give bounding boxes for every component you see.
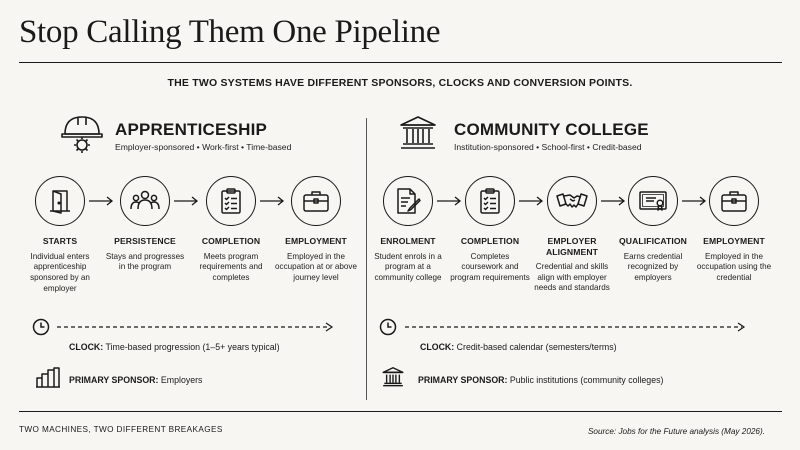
stage-completion: COMPLETION Completes coursework and prog… [449,236,531,284]
stage-label: EMPLOYMENT [285,236,347,246]
clipboard-checklist-icon [465,176,515,226]
sponsor-text: Employers [160,375,203,385]
stage-label: QUALIFICATION [619,236,687,246]
institution-building-icon [381,366,405,388]
stage-starts: STARTS Individual enters apprenticeship … [19,236,101,294]
timeline-arrow [404,322,748,332]
community-college-tagline: Institution-sponsored • School-first • C… [454,142,642,152]
stage-description: Meets program requirements and completes [199,251,263,282]
apprenticeship-title: APPRENTICESHIP [115,120,268,139]
stage-label: COMPLETION [460,236,520,246]
stage-employment: EMPLOYMENT Employed in the occupation at… [275,236,357,284]
clipboard-checklist-icon [206,176,256,226]
stage-description: Student enrols in a program at a communi… [374,251,442,282]
flow-arrow [518,196,544,206]
community-college-title: COMMUNITY COLLEGE [454,120,649,139]
hardhat-gear-icon [60,112,104,154]
community-college-sponsor: PRIMARY SPONSOR: Public institutions (co… [418,375,663,385]
stage-label: PERSISTENCE [114,236,176,246]
stage-description: Completes coursework and program require… [450,251,530,282]
door-icon [35,176,85,226]
stage-label: EMPLOYER ALIGNMENT [546,236,598,257]
clock-icon [379,318,397,336]
flow-arrow [88,196,114,206]
flow-arrow [436,196,462,206]
stage-enrolment: ENROLMENT Student enrols in a program at… [367,236,449,284]
footer-rule [19,411,782,412]
clock-text: Time-based progression (1–5+ years typic… [105,342,280,352]
community-college-clock: CLOCK: Credit-based calendar (semesters/… [420,342,617,352]
footer-caption: TWO MACHINES, TWO DIFFERENT BREAKAGES [19,425,223,434]
factory-icon [35,366,61,388]
stage-employment: EMPLOYMENT Employed in the occupation us… [693,236,775,284]
stage-label: STARTS [42,236,78,246]
stage-description: Individual enters apprenticeship sponsor… [30,251,90,293]
flow-arrow [681,196,707,206]
apprenticeship-tagline: Employer-sponsored • Work-first • Time-b… [115,142,292,152]
stage-employer-alignment: EMPLOYER ALIGNMENT Credential and skills… [531,236,613,294]
page-title: Stop Calling Them One Pipeline [19,14,441,50]
stage-description: Employed in the occupation using the cre… [696,251,772,282]
stage-persistence: PERSISTENCE Stays and progresses in the … [104,236,186,273]
sponsor-prefix: PRIMARY SPONSOR: [418,375,508,385]
apprenticeship-clock: CLOCK: Time-based progression (1–5+ year… [69,342,280,352]
flow-arrow [600,196,626,206]
sponsor-prefix: PRIMARY SPONSOR: [69,375,159,385]
sponsor-text: Public institutions (community colleges) [509,375,664,385]
stage-completion: COMPLETION Meets program requirements an… [190,236,272,284]
flow-arrow [259,196,285,206]
stage-label: ENROLMENT [380,236,436,246]
stage-description: Credential and skills align with employe… [534,262,610,293]
stage-description: Stays and progresses in the program [105,251,185,272]
handshake-icon [547,176,597,226]
section-divider [366,118,367,400]
clock-text: Credit-based calendar (semesters/terms) [456,342,617,352]
institution-building-icon [398,114,438,152]
stage-label: EMPLOYMENT [703,236,765,246]
subtitle: THE TWO SYSTEMS HAVE DIFFERENT SPONSORS,… [167,77,633,89]
stage-qualification: QUALIFICATION Earns credential recognize… [612,236,694,284]
stage-description: Earns credential recognized by employers [623,251,683,282]
source-note: Source: Jobs for the Future analysis (Ma… [587,427,765,436]
clock-prefix: CLOCK: [69,342,104,352]
people-group-icon [120,176,170,226]
clock-prefix: CLOCK: [420,342,455,352]
title-rule [19,62,782,63]
document-pen-icon [383,176,433,226]
stage-label: COMPLETION [201,236,261,246]
briefcase-icon [709,176,759,226]
apprenticeship-sponsor: PRIMARY SPONSOR: Employers [69,375,202,385]
clock-icon [32,318,50,336]
flow-arrow [173,196,199,206]
briefcase-icon [291,176,341,226]
stage-description: Employed in the occupation at or above j… [275,251,357,282]
certificate-icon [628,176,678,226]
timeline-arrow [56,322,336,332]
